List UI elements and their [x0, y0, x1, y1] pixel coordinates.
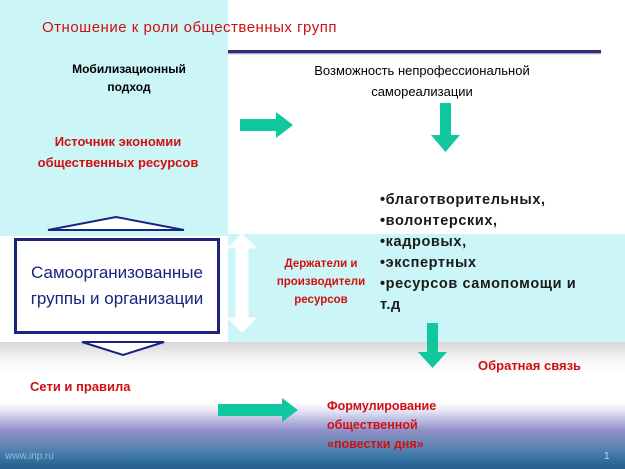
mobilization-line-2: подход — [107, 80, 151, 94]
arrow-down-top — [431, 103, 460, 152]
source-line-2: общественных ресурсов — [37, 155, 199, 170]
holders-line-2: производители — [276, 276, 366, 288]
resource-holders-label: Держатели и производители ресурсов — [266, 255, 376, 309]
list-item: •волонтерских, — [380, 213, 498, 229]
formulation-line-2: общественной — [327, 418, 418, 432]
formulation-line-1: Формулирование — [327, 399, 437, 413]
triangle-down — [81, 341, 165, 357]
arrow-left-chevron — [226, 233, 258, 333]
resource-types-list: •благотворительных, •волонтерских, •кадр… — [380, 190, 620, 316]
box-line-2: группы и организации — [30, 289, 204, 308]
box-line-1: Самоорганизованные — [31, 263, 203, 282]
right-background-band — [228, 234, 625, 342]
bottom-gradient-bands — [0, 342, 625, 469]
possibility-line-1: Возможность непрофессиональной — [314, 63, 530, 78]
left-background-panel — [0, 0, 228, 236]
list-item: •экспертных — [380, 255, 477, 271]
list-item: •ресурсов самопомощи и — [380, 276, 577, 292]
footer-url: www.inp.ru — [5, 451, 54, 462]
triangle-up — [47, 215, 185, 231]
agenda-formulation-label: Формулирование общественной «повестки дн… — [327, 397, 436, 454]
list-item: •кадровых, — [380, 234, 467, 250]
slide-title: Отношение к роли общественных групп — [42, 19, 337, 36]
title-underline — [228, 50, 601, 53]
list-item: т.д — [380, 297, 401, 313]
possibility-label: Возможность непрофессиональной самореали… — [272, 60, 572, 102]
holders-line-1: Держатели и — [284, 258, 358, 270]
networks-rules-label: Сети и правила — [30, 379, 131, 394]
arrow-right-bottom — [218, 398, 298, 422]
resource-source-label: Источник экономии общественных ресурсов — [22, 131, 214, 173]
holders-line-3: ресурсов — [294, 294, 348, 306]
list-item: •благотворительных, — [380, 192, 546, 208]
page-number: 1 — [604, 451, 610, 462]
possibility-line-2: самореализации — [371, 84, 473, 99]
formulation-line-3: «повестки дня» — [327, 437, 424, 451]
source-line-1: Источник экономии — [54, 134, 182, 149]
arrow-down-middle — [418, 323, 447, 368]
mobilization-line-1: Мобилизационный — [72, 62, 186, 76]
feedback-label: Обратная связь — [478, 358, 582, 373]
mobilization-approach-label: Мобилизационный подход — [44, 60, 214, 96]
self-organized-groups-box: Самоорганизованные группы и организации — [14, 238, 220, 334]
arrow-right-top — [240, 112, 293, 138]
